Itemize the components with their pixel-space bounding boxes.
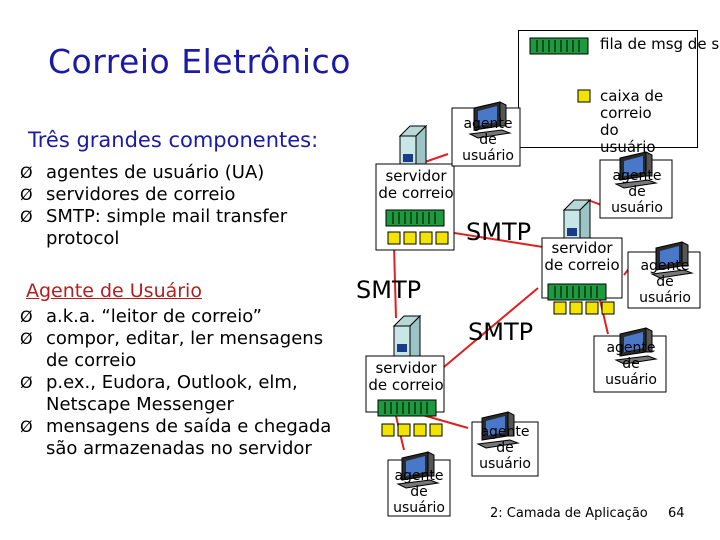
link-line <box>599 299 609 335</box>
user-agent-heading: Agente de Usuário <box>26 280 202 302</box>
server-label: servidor de correio <box>368 359 444 394</box>
page-number: 64 <box>668 506 685 521</box>
link-line <box>393 245 397 319</box>
arrow-bullet-icon: Ø <box>20 329 33 348</box>
agent-label: agente de usuário <box>462 116 514 164</box>
smtp-label: SMTP <box>356 276 422 304</box>
agent-label: agente de usuário <box>639 258 691 306</box>
queue-icon <box>529 37 589 55</box>
agent-label: agente de usuário <box>605 340 657 388</box>
slide-title: Correio Eletrônico <box>48 42 351 81</box>
queue-icon <box>547 283 607 301</box>
agent-label: agente de usuário <box>393 468 445 516</box>
arrow-bullet-icon: Ø <box>20 307 33 326</box>
agent-label: agente de usuário <box>479 424 531 472</box>
mailbox-icon <box>553 301 615 315</box>
footer-section: 2: Camada de Aplicação <box>490 506 648 521</box>
arrow-bullet-icon: Ø <box>20 163 33 182</box>
arrow-bullet-icon: Ø <box>20 417 33 436</box>
legend-queue-label: fila de msg de saída <box>600 35 720 53</box>
components-heading: Três grandes componentes: <box>28 128 319 152</box>
arrow-bullet-icon: Ø <box>20 185 33 204</box>
queue-icon <box>385 209 445 227</box>
smtp-label: SMTP <box>466 218 532 246</box>
mailbox-icon <box>381 423 443 437</box>
legend-mailbox-label: caixa de correio do usuário <box>600 87 664 156</box>
agent-label: agente de usuário <box>611 168 663 216</box>
link-line <box>437 287 539 373</box>
server-label: servidor de correio <box>544 239 620 274</box>
server-label: servidor de correio <box>378 167 454 202</box>
smtp-label: SMTP <box>468 318 534 346</box>
queue-icon <box>377 399 437 417</box>
mailbox-icon <box>577 89 591 103</box>
arrow-bullet-icon: Ø <box>20 207 33 226</box>
arrow-bullet-icon: Ø <box>20 373 33 392</box>
